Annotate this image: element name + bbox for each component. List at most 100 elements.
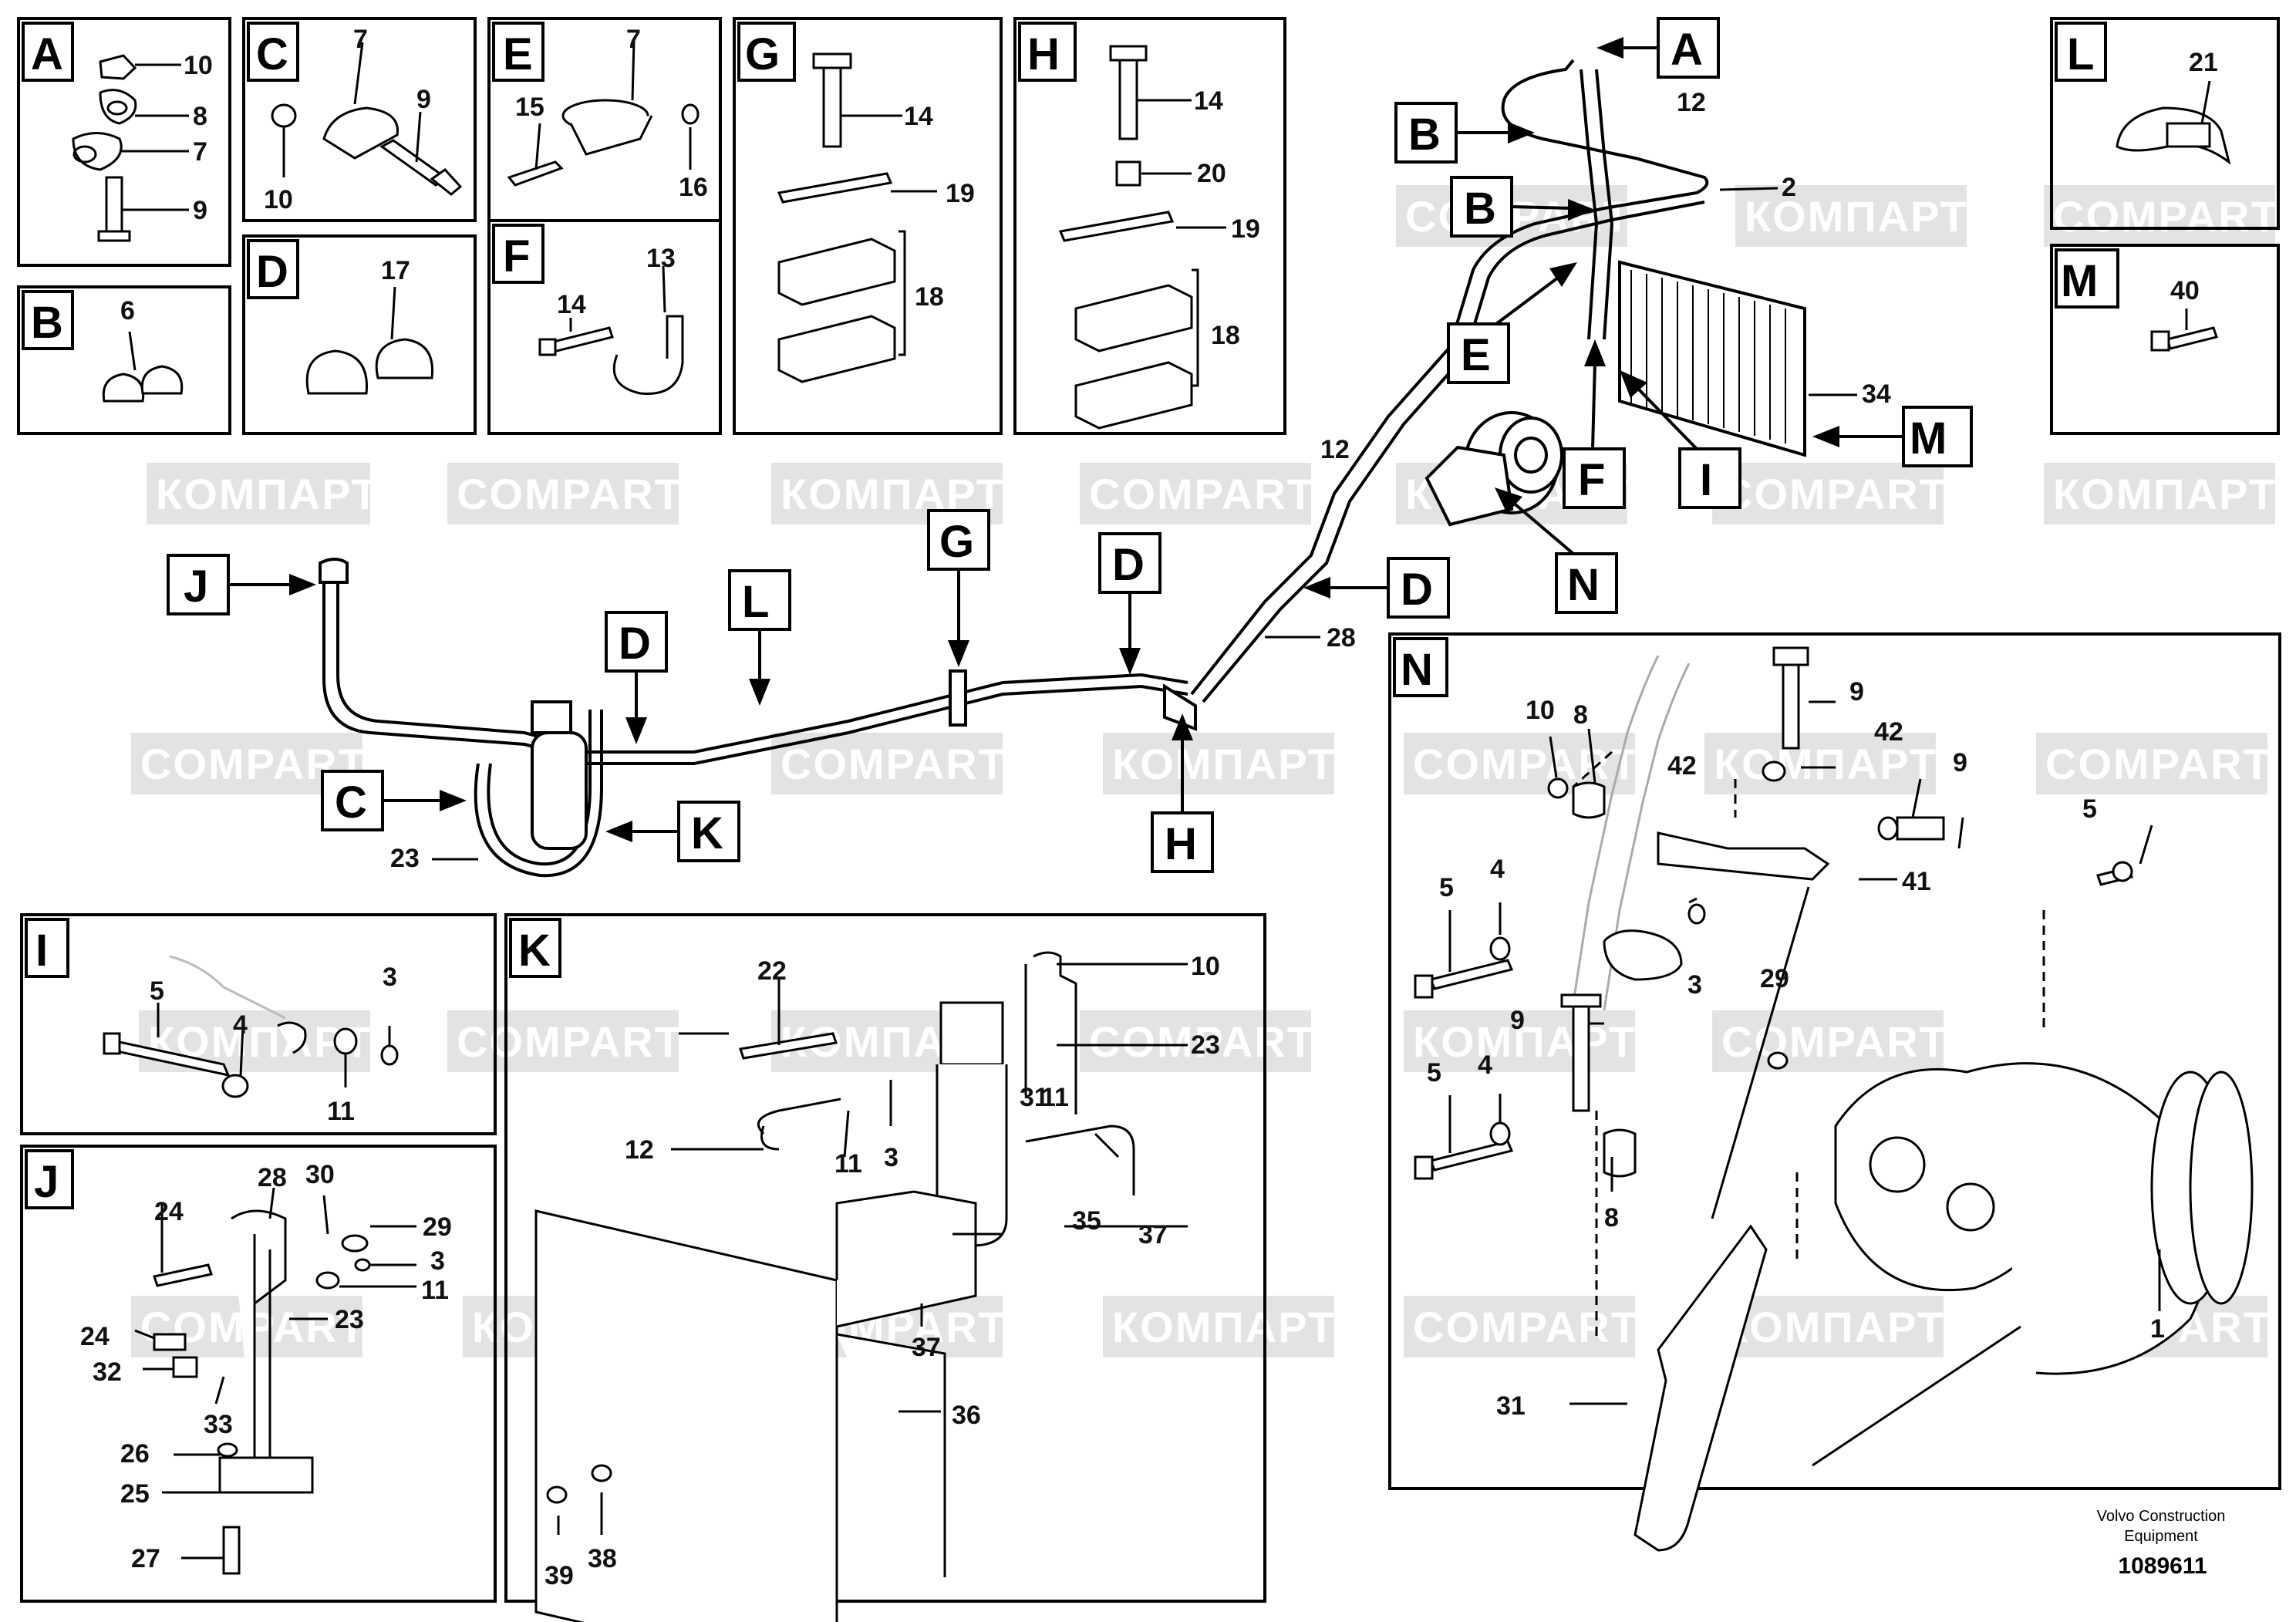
callout-33: 33 — [204, 1410, 233, 1439]
svg-text:L: L — [742, 577, 769, 627]
svg-text:F: F — [1578, 455, 1605, 505]
callout-31: 31 — [1496, 1391, 1526, 1421]
panel-e-letter: E — [492, 22, 544, 82]
svg-text:B: B — [1408, 110, 1441, 160]
callout-29: 29 — [1760, 964, 1789, 993]
callout-h: H — [1151, 713, 1214, 873]
watermark-text: КОМПАРТ — [1721, 1303, 1945, 1351]
callout-34: 34 — [1862, 379, 1891, 409]
callout-10: 10 — [264, 185, 293, 214]
watermark-text: КОМПАРТ — [156, 470, 379, 518]
callout-10: 10 — [184, 51, 213, 80]
watermark-text: COMPART — [2045, 740, 2271, 788]
panel-f-frame — [487, 219, 722, 435]
watermark-text: КОМПАРТ — [1714, 740, 1937, 788]
panel-i-letter: I — [25, 918, 69, 978]
callout-10: 10 — [1526, 696, 1555, 725]
watermark-layer: КОМПАРТ COMPART КОМПАРТ COMPART КОМПАРТ … — [131, 185, 2277, 1357]
callout-14: 14 — [904, 102, 933, 131]
callout-30: 30 — [305, 1160, 335, 1189]
panel-i-frame — [20, 913, 497, 1135]
callout-8: 8 — [1573, 700, 1588, 730]
svg-text:H: H — [1027, 29, 1060, 79]
footer: Volvo Construction Equipment 1089611 — [2097, 1508, 2226, 1579]
svg-text:E: E — [503, 29, 533, 79]
callout-11: 11 — [1041, 1083, 1069, 1112]
callout-32: 32 — [93, 1357, 122, 1387]
callout-27: 27 — [131, 1544, 160, 1573]
callout-24: 24 — [154, 1197, 184, 1226]
panel-l-letter: L — [2055, 22, 2107, 82]
callout-39: 39 — [544, 1561, 574, 1590]
svg-text:D: D — [619, 619, 651, 669]
svg-text:N: N — [1401, 645, 1433, 695]
callout-42: 42 — [1874, 717, 1903, 747]
callout-25: 25 — [120, 1479, 150, 1509]
svg-text:D: D — [1112, 540, 1145, 590]
svg-text:N: N — [1567, 560, 1600, 610]
callout-3: 3 — [884, 1143, 899, 1172]
callout-28: 28 — [258, 1163, 287, 1192]
panel-f-letter: F — [492, 224, 544, 284]
panel-a-letter: A — [22, 22, 74, 82]
callout-23: 23 — [390, 844, 420, 873]
panel-b-frame — [17, 285, 231, 435]
callout-6: 6 — [120, 296, 135, 325]
callout-18: 18 — [915, 282, 944, 312]
panel-f-parts — [538, 265, 684, 395]
callout-f: F — [1563, 339, 1626, 509]
watermark-text: КОМПАРТ — [1112, 1303, 1336, 1351]
callout-4: 4 — [1490, 855, 1505, 884]
callout-d-left: D — [605, 611, 668, 744]
callout-b-top: B — [1394, 102, 1535, 164]
svg-text:A: A — [1671, 25, 1703, 75]
panel-m-frame — [2050, 244, 2280, 435]
callout-10: 10 — [1191, 952, 1220, 981]
svg-text:K: K — [518, 926, 551, 976]
callout-7: 7 — [193, 137, 207, 167]
callout-d-mid: D — [1098, 532, 1161, 675]
panel-j-parts — [134, 1187, 416, 1575]
condenser — [1618, 260, 1806, 457]
callout-9: 9 — [1953, 748, 1967, 777]
panel-i-parts — [103, 955, 399, 1098]
callout-12: 12 — [625, 1135, 654, 1165]
callout-d-right: D — [1303, 557, 1450, 619]
panel-j-frame — [20, 1145, 497, 1603]
callout-18: 18 — [1211, 321, 1240, 350]
panel-k-letter: K — [509, 918, 561, 978]
callout-l: L — [728, 569, 791, 706]
panel-k-frame — [504, 913, 1266, 1603]
svg-text:B: B — [1464, 184, 1496, 234]
panel-n-parts — [1414, 646, 2254, 1552]
panel-h-parts — [1058, 45, 1226, 430]
callout-19: 19 — [946, 179, 975, 208]
watermark-text: COMPART — [1721, 1017, 1947, 1066]
watermark-text: КОМПАРТ — [1112, 740, 1336, 788]
svg-text:C: C — [335, 777, 367, 828]
panel-c-frame — [242, 17, 477, 222]
watermark-text: COMPART — [1089, 1017, 1315, 1066]
svg-text:L: L — [2067, 29, 2094, 79]
callout-7: 7 — [353, 25, 368, 54]
svg-text:D: D — [1401, 565, 1433, 615]
callout-28: 28 — [1327, 623, 1356, 653]
callout-37: 37 — [912, 1333, 941, 1362]
callout-38: 38 — [588, 1544, 617, 1573]
numeric-callouts: 10 8 7 9 6 7 9 10 17 7 15 16 13 14 14 19… — [80, 25, 2218, 1590]
callout-i: I — [1620, 370, 1741, 509]
callout-4: 4 — [233, 1010, 248, 1040]
callout-24: 24 — [80, 1322, 110, 1351]
panel-k-parts — [534, 951, 1188, 1622]
svg-text:A: A — [31, 29, 63, 79]
callout-n: N — [1495, 487, 1618, 614]
callout-12: 12 — [1320, 435, 1350, 464]
panel-e-parts — [507, 39, 700, 187]
svg-text:G: G — [939, 517, 974, 567]
part-number: 1089611 — [2118, 1553, 2207, 1579]
panel-l-frame — [2050, 17, 2280, 230]
panel-d-letter: D — [247, 239, 299, 299]
panel-j-letter: J — [25, 1149, 74, 1209]
main-assembly — [319, 59, 1806, 878]
